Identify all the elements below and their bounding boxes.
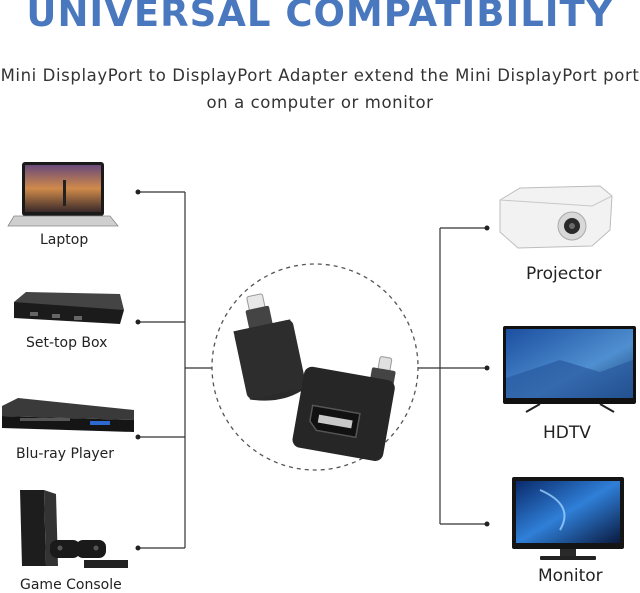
subtitle-line-2: on a computer or monitor: [206, 93, 434, 112]
subtitle-line-1: Mini DisplayPort to DisplayPort Adapter …: [0, 66, 640, 85]
monitor-icon: [512, 477, 624, 560]
connector-dots: [135, 189, 490, 551]
display-label-projector: Projector: [526, 264, 602, 284]
blu-ray-player-icon: [2, 398, 134, 432]
game-console-icon: [20, 490, 128, 568]
source-label-blu-ray-player: Blu-ray Player: [16, 446, 115, 462]
set-top-box-icon: [14, 292, 124, 324]
source-label-set-top-box: Set-top Box: [26, 335, 108, 351]
source-label-laptop: Laptop: [40, 232, 89, 248]
connector-lines: [138, 191, 487, 549]
page-subtitle: Mini DisplayPort to DisplayPort Adapter …: [0, 62, 640, 116]
display-label-hdtv: HDTV: [543, 423, 591, 443]
laptop-icon: [7, 162, 119, 227]
display-label-monitor: Monitor: [538, 566, 603, 586]
source-label-game-console: Game Console: [20, 577, 122, 593]
mini-displayport-adapter-icon: [211, 263, 419, 471]
projector-icon: [499, 185, 613, 249]
page-title: UNIVERSAL COMPATIBILITY: [26, 0, 614, 35]
hdtv-icon: [503, 326, 636, 413]
